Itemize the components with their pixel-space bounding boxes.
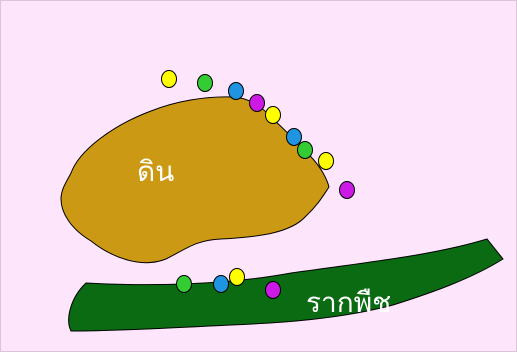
soil-label: ดิน (137, 155, 174, 188)
purple-particle (266, 282, 281, 299)
purple-particle (250, 95, 265, 112)
yellow-particle (319, 153, 334, 170)
yellow-particle (266, 107, 281, 124)
green-particle (198, 75, 213, 92)
blue-particle (229, 83, 244, 100)
blue-particle (214, 276, 229, 293)
purple-particle (340, 182, 355, 199)
green-particle (177, 276, 192, 293)
soil-clump (61, 97, 329, 263)
root-label: รากพืช (306, 286, 391, 319)
blue-particle (287, 129, 302, 146)
yellow-particle (230, 269, 245, 286)
yellow-particle (162, 71, 177, 88)
green-particle (298, 142, 313, 159)
